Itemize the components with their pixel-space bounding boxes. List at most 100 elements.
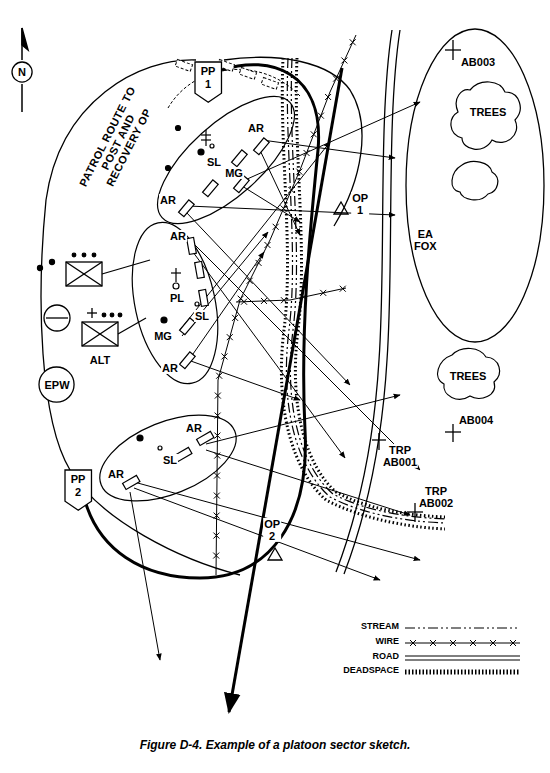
node-label: PP 1 [200, 65, 216, 89]
sector-of-fire [134, 482, 420, 560]
wire-mark [241, 299, 247, 305]
fighting-position [195, 261, 205, 278]
patrol-route-boundary [41, 57, 362, 575]
road [344, 30, 400, 574]
fighting-position [180, 318, 196, 335]
patrol-route-boundary [41, 60, 240, 575]
legend-sample [405, 659, 520, 660]
map-label: ALT [89, 354, 112, 366]
map-label: MG [153, 330, 173, 342]
trees [451, 82, 520, 149]
sector-of-fire [206, 395, 400, 444]
map-label: AR [161, 362, 179, 374]
map-label: SL [162, 454, 178, 466]
headquarters-symbol [38, 253, 151, 346]
road [336, 30, 400, 574]
sector-of-fire [188, 360, 300, 400]
headquarters-symbol [92, 253, 96, 257]
wire-mark [227, 334, 233, 340]
node-outline [65, 470, 91, 510]
stream [290, 58, 445, 519]
leader-symbol [210, 144, 214, 148]
sector-of-fire [180, 142, 330, 330]
legend-text: STREAM [360, 622, 400, 632]
leader-symbol [176, 126, 181, 131]
north-symbol: N [11, 61, 33, 83]
wire-mark [311, 131, 317, 137]
wire-mark [350, 39, 356, 45]
sector-of-fire [130, 492, 160, 660]
headquarters-symbol [102, 260, 150, 274]
wire-mark [273, 224, 279, 230]
leader-symbol [201, 139, 211, 140]
wire-mark [470, 640, 476, 646]
figure-caption: Figure D-4. Example of a platoon sector … [0, 738, 550, 752]
wire-mark [296, 169, 302, 175]
map-label: PL [169, 292, 185, 304]
headquarters-symbol [66, 262, 102, 286]
trees [452, 161, 498, 199]
headquarters-symbol [87, 312, 97, 313]
wire-mark [340, 286, 346, 292]
fighting-position [123, 138, 270, 490]
node-outline [195, 62, 221, 102]
fighting-position [187, 237, 197, 254]
squad-sector [119, 214, 231, 391]
map-label: MG [224, 167, 244, 179]
leader-symbol [195, 302, 199, 306]
legend-sample [405, 627, 520, 628]
map-label: AB004 [458, 414, 494, 426]
map-label: AR [159, 194, 177, 206]
leader-symbol [137, 435, 143, 441]
road [336, 30, 392, 572]
map-label: SL [206, 156, 222, 168]
headquarters-symbol [110, 313, 114, 317]
map-label: PATROL ROUTE TO POST AND RECOVERY OP [72, 76, 163, 208]
north-arrow [21, 84, 23, 112]
observation-post [268, 548, 282, 560]
headquarters-symbol [66, 262, 102, 286]
epw-collection-point: EPW [38, 366, 75, 403]
map-label: AR [169, 230, 187, 242]
wire-mark [221, 353, 227, 359]
map-label: AR [247, 122, 265, 134]
fighting-position [180, 352, 196, 369]
wire [236, 288, 346, 302]
alternate-positions [168, 59, 300, 108]
stream [286, 58, 445, 523]
north-arrow [22, 28, 28, 50]
wire-mark [450, 640, 456, 646]
trees [438, 348, 500, 399]
leader-symbol [175, 268, 176, 282]
fighting-position [123, 475, 140, 489]
node-label: EPW [43, 379, 70, 391]
fighting-position [179, 200, 195, 217]
leader-symbol [137, 126, 214, 451]
observation-post [268, 202, 348, 560]
sector-of-fire [186, 252, 264, 364]
leader-symbol [205, 130, 206, 146]
map-label: TREES [449, 370, 488, 382]
sector-of-fire [182, 232, 268, 336]
leader-symbol [201, 134, 211, 135]
sector-of-fire [134, 488, 380, 580]
squad-sector [138, 76, 314, 245]
headquarters-symbol [118, 313, 122, 317]
leader-symbol [198, 149, 204, 155]
map-label: TRP AB002 [418, 485, 454, 509]
wire-mark [325, 94, 331, 100]
sector-of-fire [206, 450, 410, 515]
legend-text: ROAD [372, 652, 401, 662]
leader-symbol [166, 166, 171, 171]
passage-point-marker: PP 2 [64, 469, 92, 511]
map-label: OP 2 [263, 518, 281, 542]
leader-symbol [161, 317, 167, 323]
wire-mark [213, 533, 219, 539]
sector-of-fire [130, 102, 420, 660]
fighting-position [232, 150, 248, 167]
alternate-positions [239, 67, 256, 79]
legend-sample [405, 643, 520, 644]
node-label: PP 2 [70, 473, 86, 497]
